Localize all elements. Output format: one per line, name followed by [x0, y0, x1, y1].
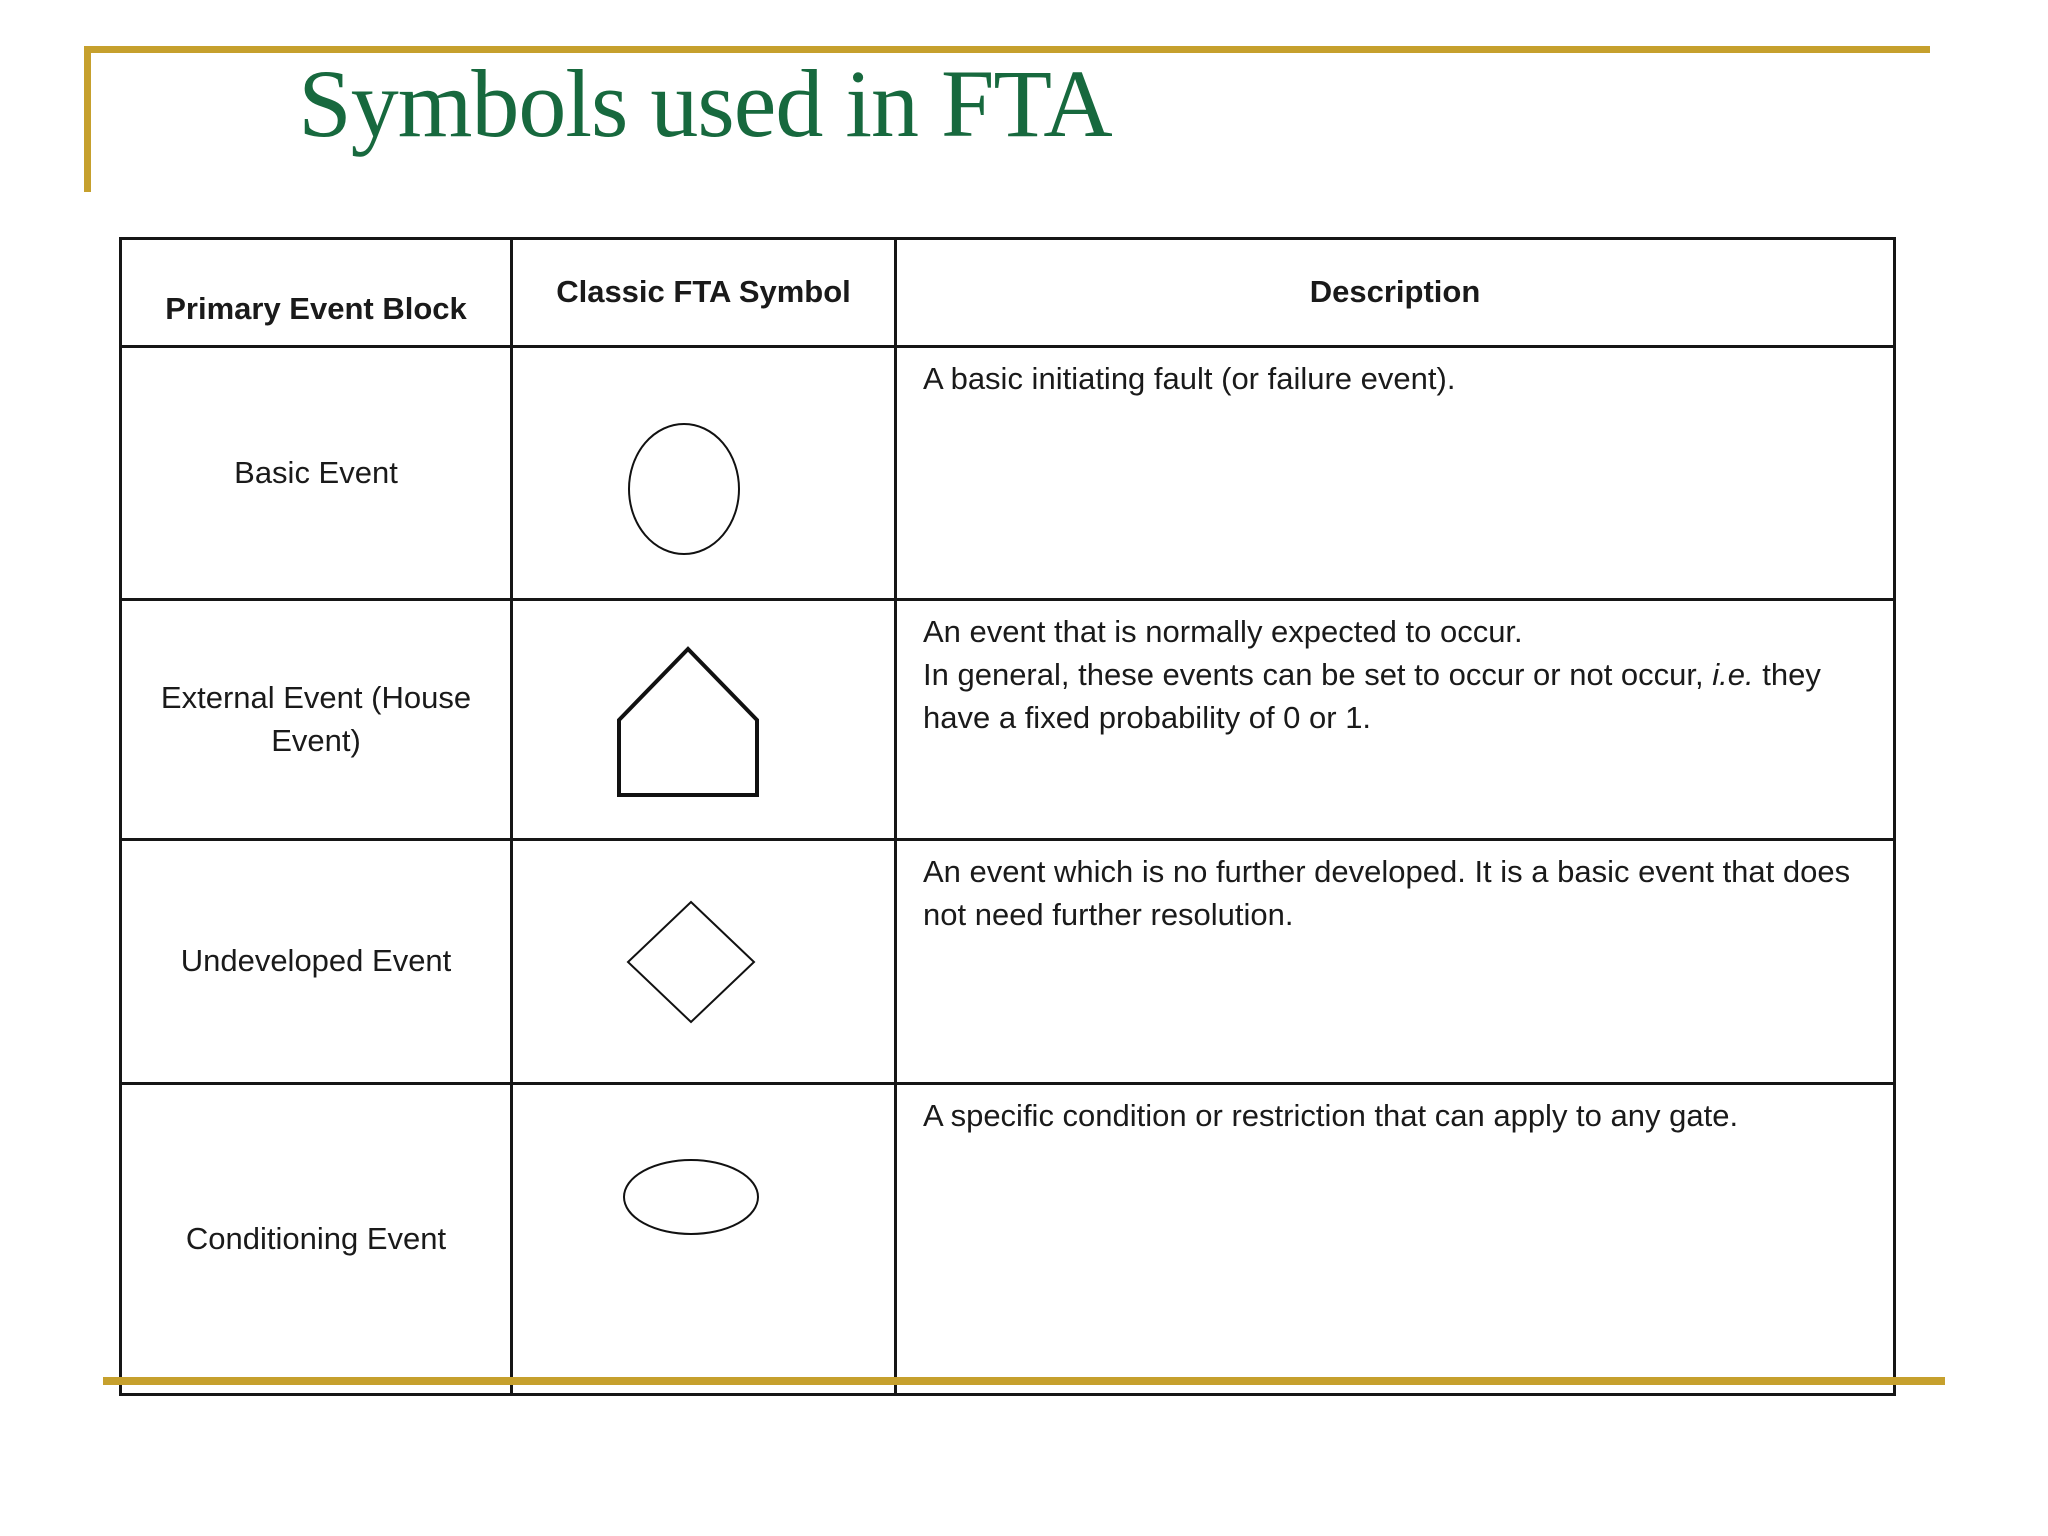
- symbol-cell-external-event: [513, 601, 897, 841]
- description-line-2: In general, these events can be set to o…: [923, 656, 1821, 735]
- event-label-undeveloped-event: Undeveloped Event: [122, 841, 513, 1085]
- ie-italic: i.e.: [1712, 656, 1754, 692]
- description-text: A specific condition or restriction that…: [923, 1098, 1739, 1133]
- symbol-cell-conditioning-event: [513, 1085, 897, 1393]
- header-classic-fta-symbol: Classic FTA Symbol: [513, 240, 897, 348]
- gold-border-left: [84, 46, 91, 192]
- house-icon: [616, 645, 759, 797]
- description-text: A basic initiating fault (or failure eve…: [923, 361, 1456, 396]
- description-basic-event: A basic initiating fault (or failure eve…: [897, 348, 1893, 601]
- fta-symbols-table: Primary Event Block Classic FTA Symbol D…: [119, 237, 1896, 1396]
- event-label-conditioning-event: Conditioning Event: [122, 1085, 513, 1393]
- circle-icon: [627, 423, 740, 555]
- description-conditioning-event: A specific condition or restriction that…: [897, 1085, 1893, 1393]
- ellipse-icon: [622, 1159, 759, 1235]
- description-line-1: An event that is normally expected to oc…: [923, 614, 1523, 649]
- description-undeveloped-event: An event which is no further developed. …: [897, 841, 1893, 1085]
- event-label-external-event: External Event (House Event): [122, 601, 513, 841]
- description-text: An event which is no further developed. …: [923, 854, 1851, 932]
- description-external-event: An event that is normally expected to oc…: [897, 601, 1893, 841]
- header-description: Description: [897, 240, 1893, 348]
- diamond-icon: [626, 900, 755, 1023]
- slide-title: Symbols used in FTA: [298, 50, 1112, 157]
- event-label-basic-event: Basic Event: [122, 348, 513, 601]
- symbol-cell-basic-event: [513, 348, 897, 601]
- gold-border-bottom: [103, 1377, 1945, 1385]
- symbol-cell-undeveloped-event: [513, 841, 897, 1085]
- gold-border-top: [84, 46, 1930, 53]
- header-primary-event-block: Primary Event Block: [122, 240, 513, 348]
